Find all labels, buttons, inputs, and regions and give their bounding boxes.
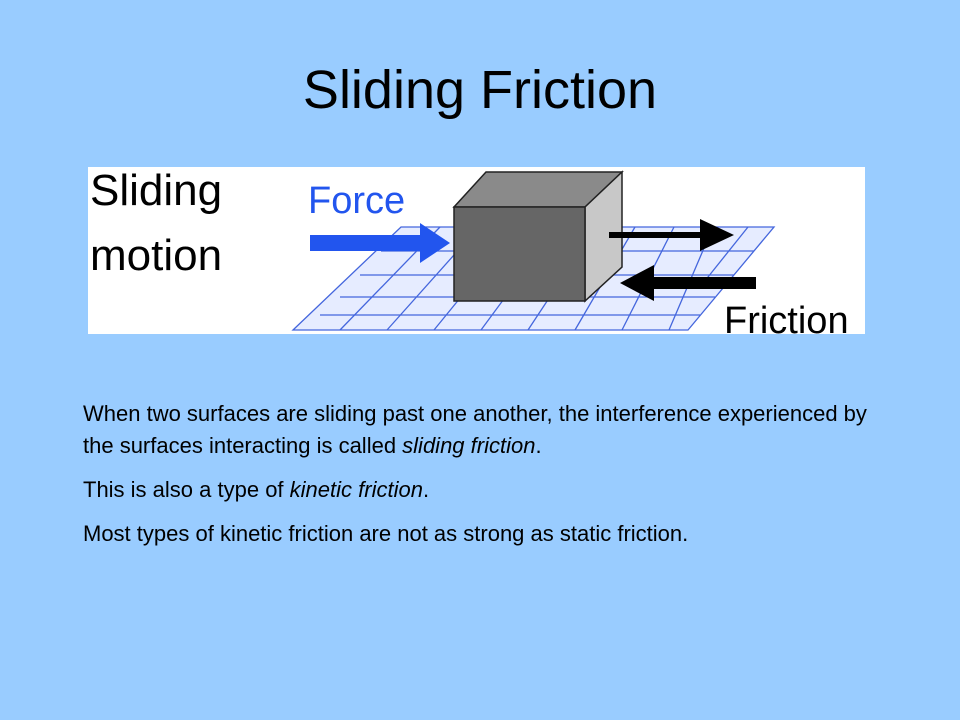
label-friction: Friction [724, 300, 849, 334]
label-force: Force [308, 180, 405, 222]
paragraph-3: Most types of kinetic friction are not a… [83, 521, 689, 546]
force-arrow [310, 223, 450, 263]
emphasis-kinetic-friction: kinetic friction [289, 477, 423, 502]
body-text: When two surfaces are sliding past one a… [83, 398, 883, 562]
motion-arrow [609, 219, 734, 251]
friction-arrow [620, 265, 756, 301]
block [452, 170, 624, 303]
sliding-friction-figure: Sliding motion Force Friction [88, 167, 865, 334]
label-sliding: Sliding [90, 167, 222, 215]
emphasis-sliding-friction: sliding friction [402, 433, 536, 458]
figure-drawing: Sliding motion Force Friction [90, 167, 849, 334]
paragraph-2: This is also a type of kinetic friction. [83, 477, 430, 502]
slide-title: Sliding Friction [302, 60, 658, 120]
label-motion: motion [90, 231, 222, 280]
paragraph-1: When two surfaces are sliding past one a… [83, 401, 867, 458]
